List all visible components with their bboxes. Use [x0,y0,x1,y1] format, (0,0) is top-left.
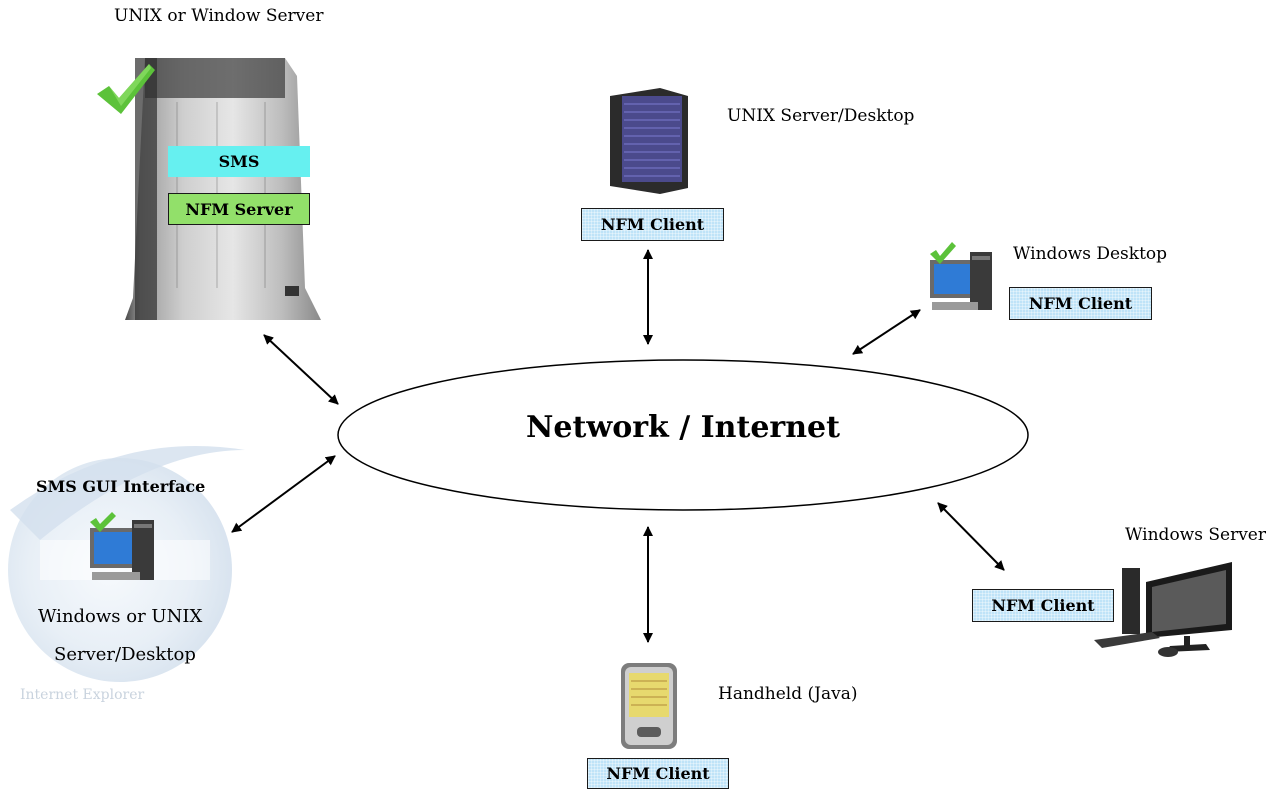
nfm-server-bar: NFM Server [168,193,310,225]
server-tower-icon [125,58,321,320]
desktop-pc-icon [930,242,992,310]
windows-server-client-label: NFM Client [991,596,1095,615]
sms-bar: SMS [168,146,310,177]
pda-icon [621,663,677,749]
rack-server-icon [610,88,688,194]
checkmark-icon [90,512,116,532]
network-label: Network / Internet [526,410,840,445]
arrow-main-server [263,334,339,405]
unix-server-client-label: NFM Client [600,215,705,234]
windows-desktop-client-tag: NFM Client [1009,287,1152,320]
arrow-gui [231,455,336,533]
desktop-pc-icon [90,512,154,580]
windows-desktop-caption: Windows Desktop [1013,244,1168,264]
sms-label: SMS [218,152,260,171]
gui-caption-line1: Windows or UNIX [38,606,203,627]
unix-server-client-tag: NFM Client [581,208,724,241]
unix-server-caption: UNIX Server/Desktop [727,106,915,126]
handheld-caption: Handheld (Java) [718,684,858,704]
windows-server-client-tag: NFM Client [972,589,1114,622]
windows-server-caption: Windows Server [1125,525,1266,545]
arrow-windows-server [937,502,1005,571]
checkmark-icon [930,242,956,264]
windows-desktop-client-label: NFM Client [1028,294,1133,313]
handheld-client-tag: NFM Client [587,758,729,789]
gui-caption-line2: Server/Desktop [54,644,196,665]
nfm-server-label: NFM Server [185,199,293,219]
arrow-windows-desktop [852,309,921,355]
main-server-caption: UNIX or Window Server [114,6,324,26]
gui-watermark: Internet Explorer [20,687,145,703]
network-ellipse [337,359,1029,511]
flat-panel-pc-icon [1094,562,1232,657]
gui-title: SMS GUI Interface [36,477,206,496]
checkmark-icon [97,64,155,114]
handheld-client-label: NFM Client [606,764,710,783]
